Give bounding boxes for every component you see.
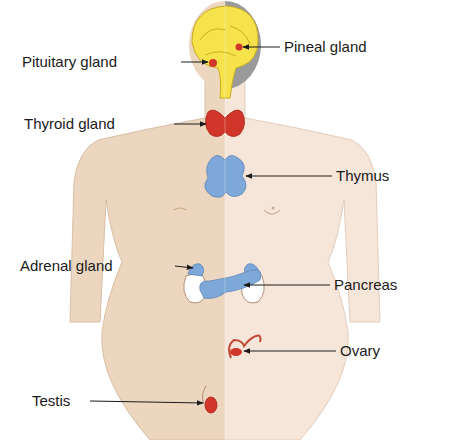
leader-line: [246, 176, 332, 177]
gland-label: Pancreas: [334, 276, 397, 294]
leader-lines: [90, 47, 336, 403]
pituitary-gland: [209, 59, 217, 67]
midline: [225, 0, 226, 440]
testis: [205, 397, 217, 413]
adrenal-gland: [188, 264, 204, 276]
leader-line: [244, 285, 330, 286]
leader-line: [244, 351, 336, 352]
leader-line: [90, 401, 203, 403]
gland-label: Adrenal gland: [20, 257, 113, 275]
gland-label: Pineal gland: [284, 38, 367, 56]
gland-label: Pituitary gland: [22, 53, 117, 71]
kidneys-and-pancreas: [184, 264, 265, 303]
gland-label: Ovary: [340, 342, 380, 360]
breast-line: [264, 210, 280, 214]
female-half: [225, 80, 380, 440]
leader-line: [175, 266, 193, 268]
leader-line: [174, 124, 206, 125]
thymus: [205, 155, 246, 197]
gland-label: Testis: [32, 392, 70, 410]
leader-line: [181, 62, 208, 63]
nipple: [174, 208, 186, 210]
gland-label: Thymus: [336, 167, 389, 185]
pineal-gland: [236, 44, 243, 51]
gland-label: Thyroid gland: [24, 115, 115, 133]
ovary: [230, 348, 242, 356]
pancreas: [200, 270, 261, 299]
nipple: [272, 207, 275, 210]
uterine-tube: [229, 336, 260, 358]
leader-line: [243, 47, 280, 48]
